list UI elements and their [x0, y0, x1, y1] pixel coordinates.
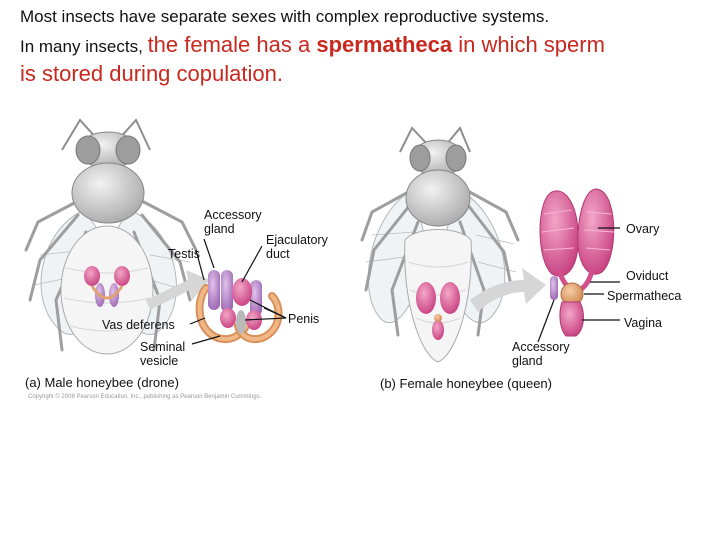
- male-leader-lines: [189, 238, 287, 345]
- copyright-credit: Copyright © 2008 Pearson Education, Inc.…: [28, 394, 262, 400]
- male-honeybee-illustration: [24, 118, 198, 355]
- label-accessory-gland-male: Accessory gland: [204, 208, 262, 236]
- label-vagina: Vagina: [624, 316, 662, 330]
- label-penis: Penis: [288, 312, 320, 326]
- female-leader-lines: [537, 227, 620, 343]
- label-seminal-vesicle: Seminal vesicle: [140, 340, 186, 368]
- male-reproductive-system: [195, 270, 283, 343]
- highlight-red: the female has a: [147, 32, 317, 57]
- reproductive-organ-enlargement-arrow: [146, 270, 210, 310]
- highlight-tail: in which sperm: [452, 32, 605, 57]
- female-reproductive-system: [539, 188, 615, 337]
- label-ovary: Ovary: [626, 222, 660, 236]
- label-oviduct: Oviduct: [626, 269, 669, 283]
- highlight-line-2: is stored during copulation.: [20, 61, 283, 86]
- label-ejaculatory-duct: Ejaculatory duct: [266, 233, 328, 261]
- intro-line: Most insects have separate sexes with co…: [20, 7, 550, 26]
- female-honeybee-illustration: [360, 126, 520, 363]
- highlight-lead: In many insects,: [20, 37, 148, 56]
- label-accessory-gland-female: Accessory gland: [512, 340, 570, 368]
- label-spermatheca: Spermatheca: [607, 289, 682, 303]
- label-testis: Testis: [168, 247, 200, 261]
- caption-female: (b) Female honeybee (queen): [380, 376, 552, 391]
- label-vas-deferens: Vas deferens: [102, 318, 175, 332]
- reproductive-organ-enlargement-arrow: [470, 268, 546, 312]
- highlight-line: In many insects, the female has a sperma…: [20, 30, 605, 63]
- spermatheca-term: spermatheca: [316, 32, 453, 57]
- caption-male: (a) Male honeybee (drone): [25, 375, 179, 390]
